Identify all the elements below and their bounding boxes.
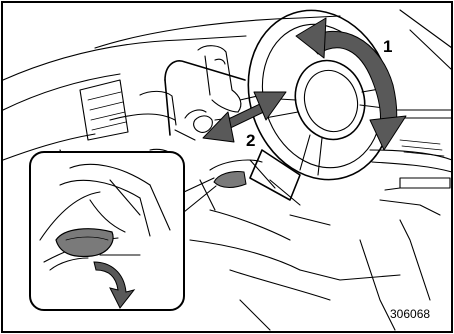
label-1: 1 bbox=[383, 37, 392, 56]
label-2: 2 bbox=[246, 131, 255, 150]
figure-id: 306068 bbox=[390, 307, 430, 321]
tilt-lever bbox=[56, 229, 113, 257]
